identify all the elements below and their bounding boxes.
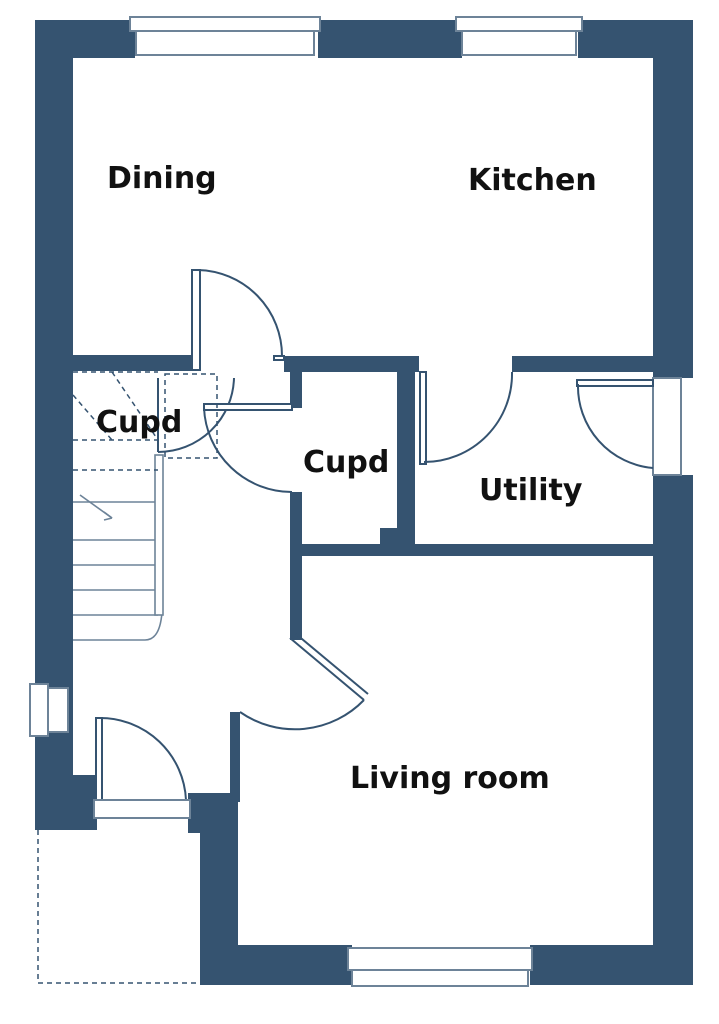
room-label-kitchen: Kitchen	[468, 163, 597, 198]
room-label-living-room: Living room	[350, 761, 550, 796]
wall-kitchen-divider-a	[284, 356, 419, 372]
wall-bottom-right	[530, 945, 693, 985]
window-dining	[129, 16, 321, 56]
windows	[29, 16, 682, 987]
wall-cupd-left-lower	[290, 492, 302, 640]
window-utility-side	[652, 377, 682, 476]
room-label-cupd-stairs: Cupd	[96, 405, 182, 440]
wall-top-middle	[318, 20, 462, 58]
wall-living-left-upper	[230, 712, 240, 802]
window-kitchen	[455, 16, 583, 56]
door-utility-external	[576, 379, 654, 469]
wall-top-left	[35, 20, 135, 58]
wall-cupd-right	[397, 372, 409, 552]
room-labels: Dining Kitchen Cupd Cupd Utility Living …	[96, 161, 597, 796]
wall-utility-left	[407, 372, 415, 552]
door-cupd-hall	[203, 403, 293, 494]
wall-right-upper	[653, 20, 693, 378]
wall-right-lower	[653, 475, 693, 985]
room-label-utility: Utility	[479, 473, 583, 508]
stairs	[73, 454, 164, 641]
door-living	[239, 633, 369, 731]
door-utility	[419, 371, 514, 465]
window-living	[347, 947, 533, 987]
window-hall-left	[29, 683, 69, 737]
wall-utility-bottom	[302, 544, 653, 556]
dashed-outlines	[37, 371, 218, 984]
door-front	[93, 716, 191, 819]
wall-living-left	[200, 793, 238, 985]
room-label-dining: Dining	[107, 161, 217, 196]
door-dining	[191, 269, 285, 371]
wall-entrance-left	[35, 775, 97, 830]
wall-kitchen-divider-b	[512, 356, 653, 372]
wall-dining-divider	[73, 355, 191, 371]
walls	[35, 20, 693, 985]
wall-cupd-left-upper	[290, 372, 302, 408]
room-label-cupd-hall: Cupd	[303, 445, 389, 480]
